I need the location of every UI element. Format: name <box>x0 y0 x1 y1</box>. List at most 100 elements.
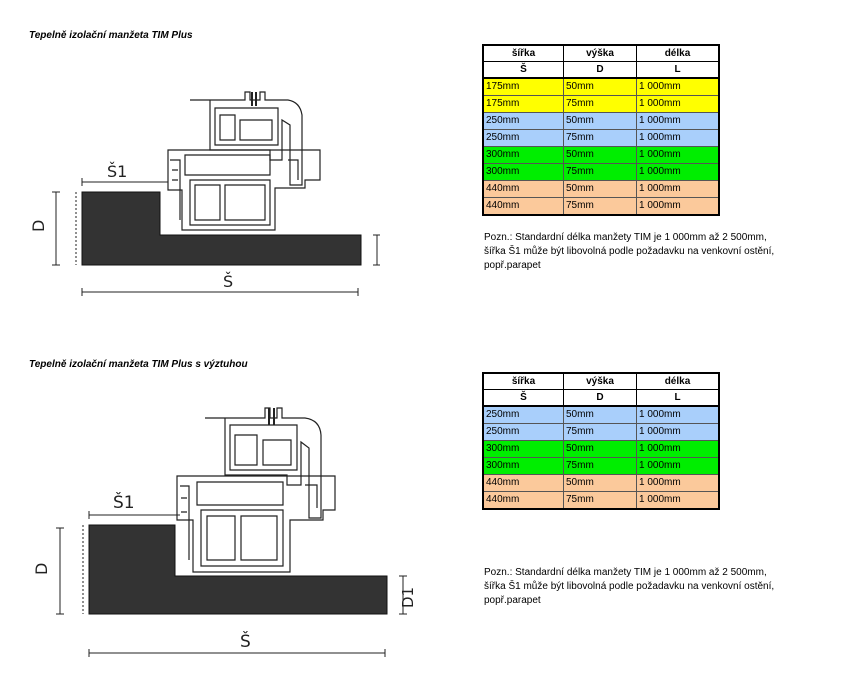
section-2-dimension-d1 <box>399 575 407 615</box>
table-cell-length: 1 000mm <box>636 146 720 164</box>
column-symbol: D <box>563 61 637 79</box>
table-cell-length: 1 000mm <box>636 405 720 424</box>
section-2-dimension-d <box>56 525 84 615</box>
table-cell-length: 1 000mm <box>636 180 720 198</box>
table-cell-height: 50mm <box>563 77 637 96</box>
section-1-dimension-s <box>81 288 359 296</box>
table-cell-length: 1 000mm <box>636 77 720 96</box>
section-1-label-s: Š <box>223 272 233 291</box>
section-2-title: Tepelně izolační manžeta TIM Plus s výzt… <box>29 359 248 370</box>
section-2-note-line: popř.parapet <box>484 595 541 606</box>
column-symbol: D <box>563 389 637 407</box>
section-1-drawing: Š1 D D1 Š <box>29 91 380 296</box>
table-cell-height: 50mm <box>563 474 637 492</box>
table-cell-length: 1 000mm <box>636 474 720 492</box>
section-2-note: Pozn.: Standardní délka manžety TIM je 1… <box>484 566 834 608</box>
section-1-note-line: popř.parapet <box>484 260 541 271</box>
section-2-dimension-s1 <box>88 511 180 519</box>
column-header: výška <box>563 372 637 390</box>
section-2-label-d1: D1 <box>399 587 415 608</box>
column-header: délka <box>636 372 720 390</box>
column-header: délka <box>636 44 720 62</box>
section-1-note-line: Pozn.: Standardní délka manžety TIM je 1… <box>484 232 767 243</box>
table-cell-width: 300mm <box>482 163 564 181</box>
table-cell-width: 250mm <box>482 112 564 130</box>
table-cell-width: 250mm <box>482 405 564 424</box>
column-symbol: L <box>636 389 720 407</box>
section-1-dimension-d1 <box>373 234 380 266</box>
column-symbol: Š <box>482 389 564 407</box>
column-symbol: Š <box>482 61 564 79</box>
section-1-dimension-s1 <box>81 178 168 186</box>
section-2-note-line: Pozn.: Standardní délka manžety TIM je 1… <box>484 567 767 578</box>
section-1-note-line: šířka Š1 může být libovolná podle požada… <box>484 246 775 257</box>
table-cell-length: 1 000mm <box>636 491 720 510</box>
section-1-label-s1: Š1 <box>107 162 127 181</box>
table-cell-length: 1 000mm <box>636 457 720 475</box>
table-cell-height: 50mm <box>563 146 637 164</box>
section-2-label-s1: Š1 <box>113 491 135 513</box>
section-2-dimension-s <box>88 649 386 657</box>
table-cell-width: 250mm <box>482 129 564 147</box>
table-cell-height: 75mm <box>563 129 637 147</box>
section-1-note: Pozn.: Standardní délka manžety TIM je 1… <box>484 231 834 273</box>
table-cell-height: 50mm <box>563 405 637 424</box>
table-cell-length: 1 000mm <box>636 423 720 441</box>
table-cell-width: 440mm <box>482 491 564 510</box>
table-cell-height: 75mm <box>563 457 637 475</box>
table-cell-height: 75mm <box>563 197 637 216</box>
section-1-title: Tepelně izolační manžeta TIM Plus <box>29 30 193 41</box>
section-1-label-d: D <box>29 220 48 232</box>
table-cell-width: 175mm <box>482 77 564 96</box>
table-cell-width: 440mm <box>482 474 564 492</box>
table-cell-width: 300mm <box>482 440 564 458</box>
table-cell-height: 50mm <box>563 440 637 458</box>
table-cell-width: 440mm <box>482 197 564 216</box>
column-header: výška <box>563 44 637 62</box>
table-cell-height: 50mm <box>563 112 637 130</box>
table-cell-height: 75mm <box>563 163 637 181</box>
section-2-label-d: D <box>32 563 51 575</box>
table-cell-width: 300mm <box>482 457 564 475</box>
section-1-insulation-cuff <box>81 191 362 266</box>
section-2-note-line: šířka Š1 může být libovolná podle požada… <box>484 581 775 592</box>
column-header: šířka <box>482 372 564 390</box>
table-cell-width: 300mm <box>482 146 564 164</box>
section-2-drawing: Š1 D D1 Š <box>32 407 415 657</box>
section-1-dimension-d <box>52 191 77 266</box>
section-2-insulation-cuff <box>88 524 388 615</box>
column-header: šířka <box>482 44 564 62</box>
section-2-window-profile <box>176 407 336 573</box>
table-cell-width: 440mm <box>482 180 564 198</box>
table-cell-length: 1 000mm <box>636 95 720 113</box>
table-cell-length: 1 000mm <box>636 197 720 216</box>
column-symbol: L <box>636 61 720 79</box>
table-cell-height: 50mm <box>563 180 637 198</box>
table-cell-length: 1 000mm <box>636 440 720 458</box>
table-cell-length: 1 000mm <box>636 129 720 147</box>
table-cell-length: 1 000mm <box>636 163 720 181</box>
table-cell-width: 175mm <box>482 95 564 113</box>
section-2-label-s: Š <box>240 630 251 652</box>
table-cell-height: 75mm <box>563 491 637 510</box>
